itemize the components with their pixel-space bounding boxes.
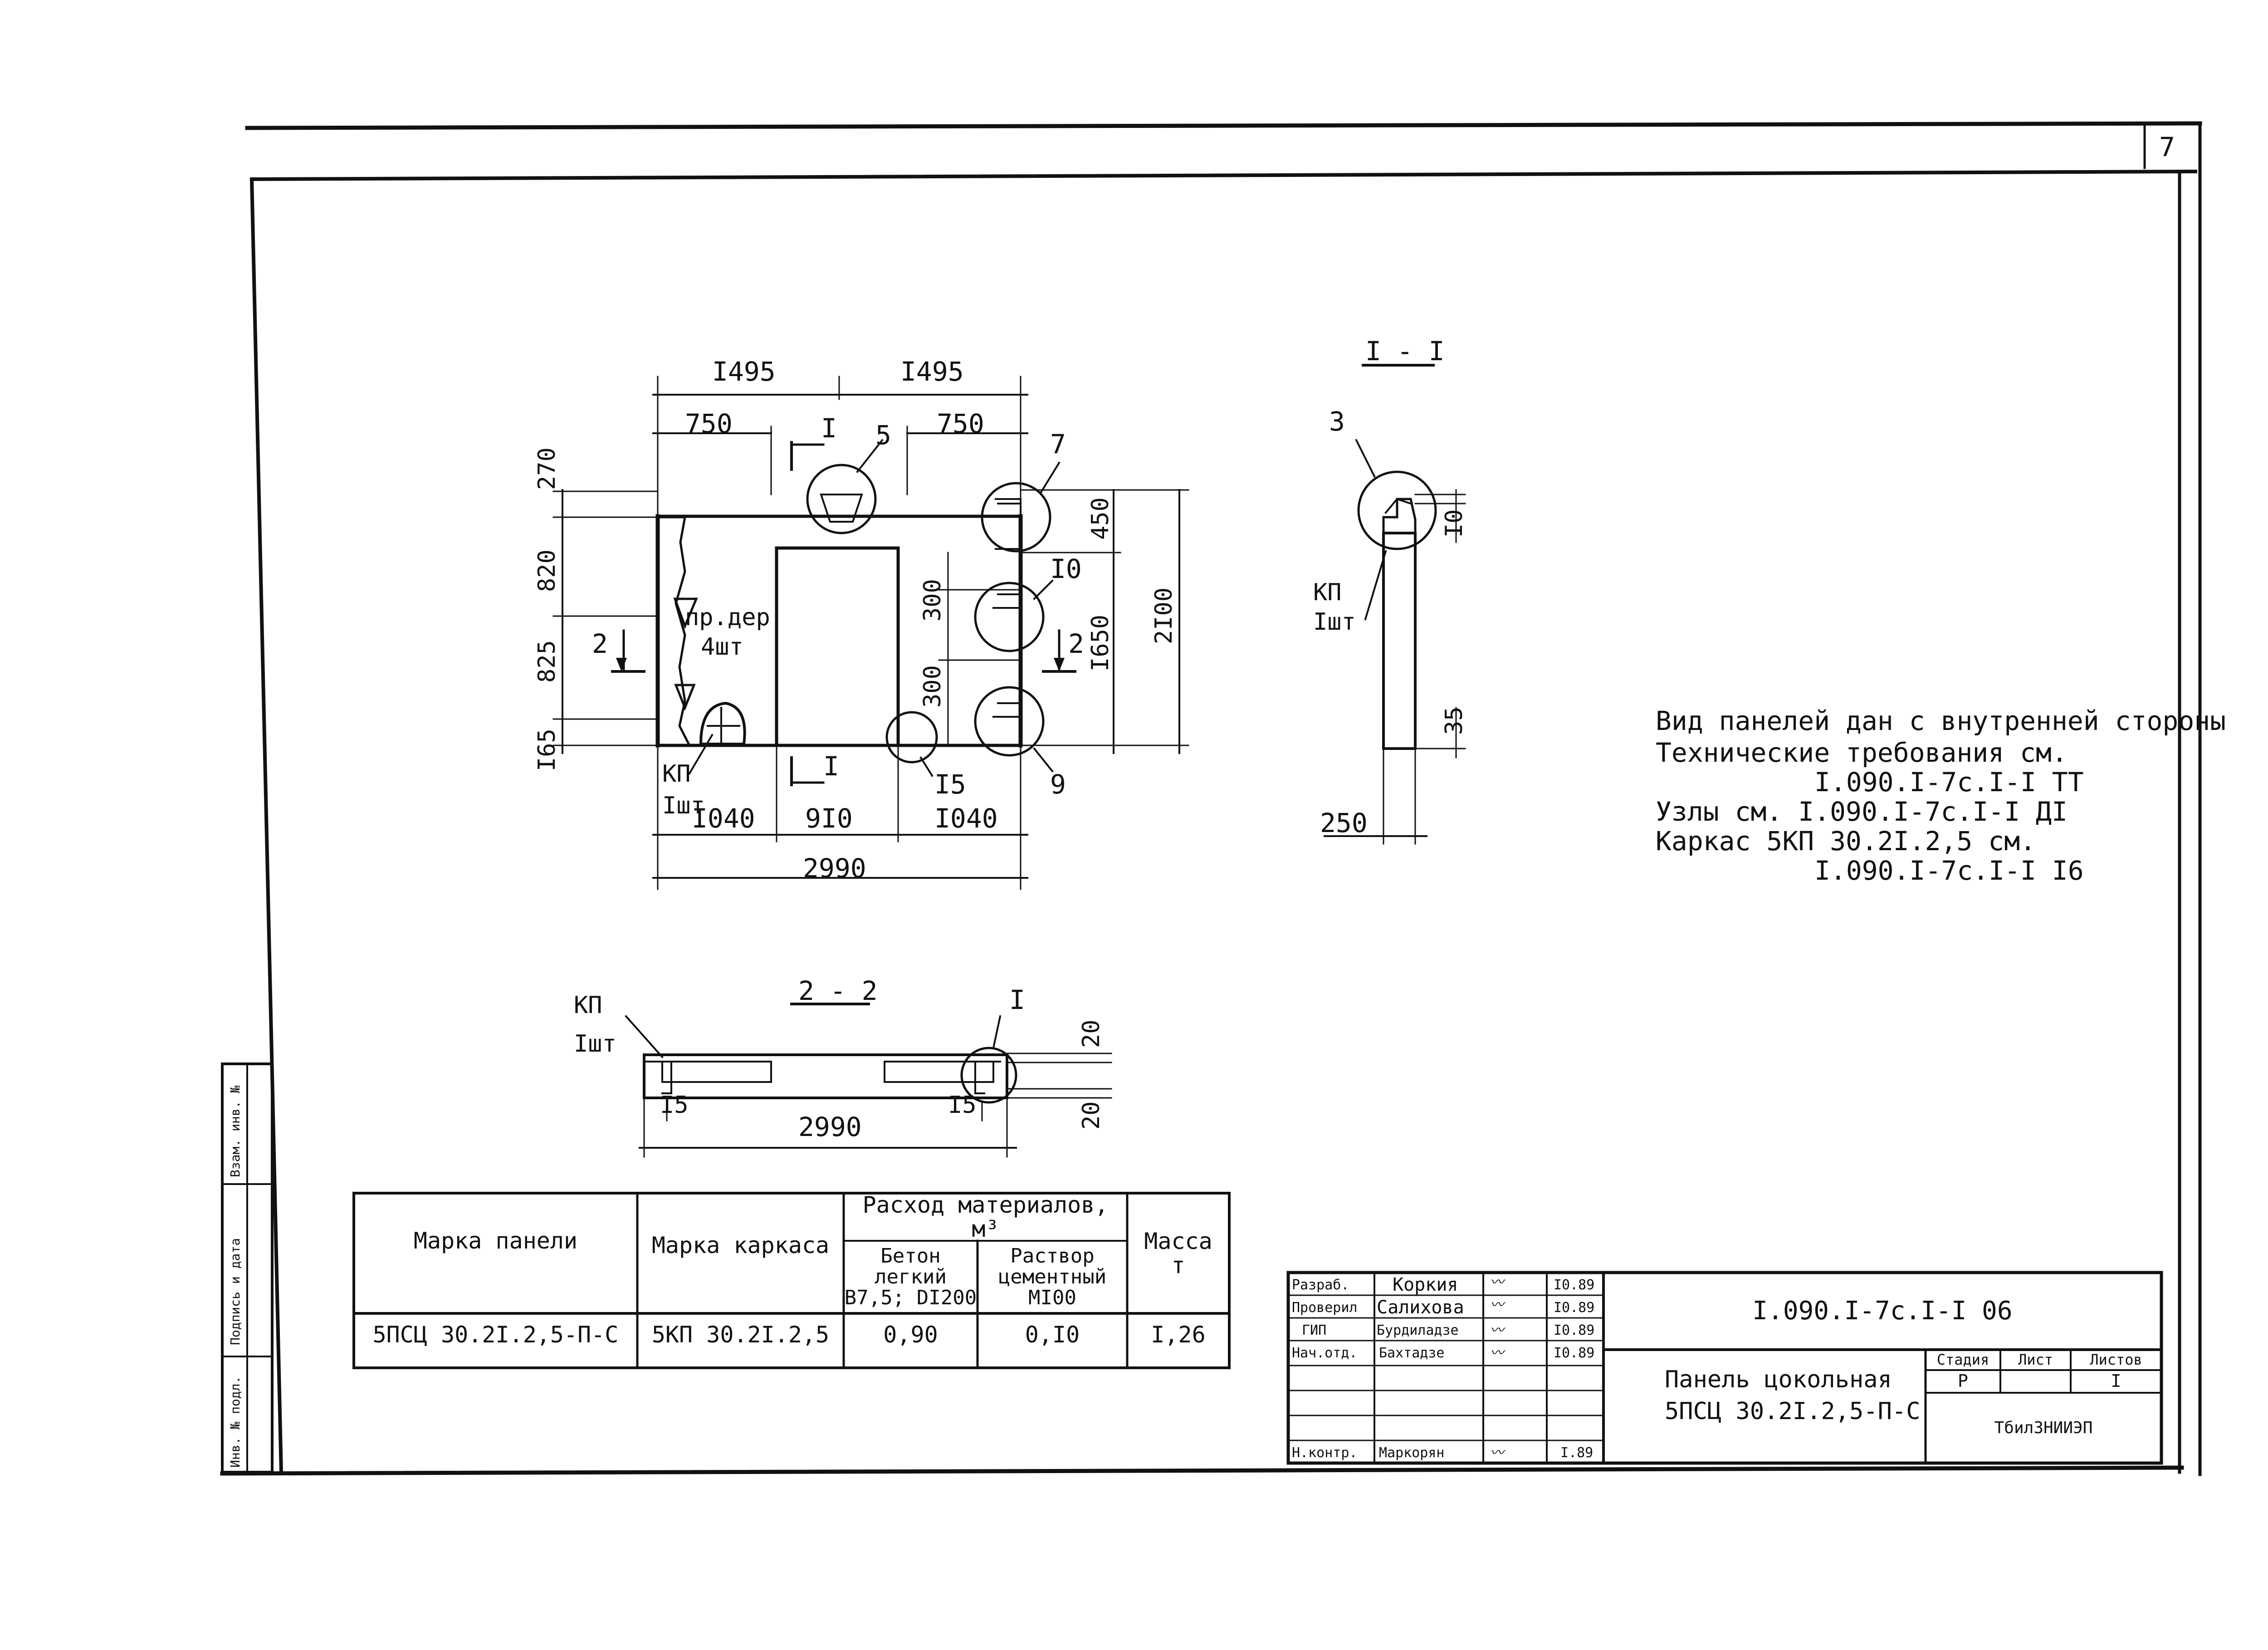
section-2-2-label-kp: КП [574,992,602,1019]
note-tech-req: Технические требования см. [1656,737,2068,768]
dim-top-right: I495 [900,356,964,387]
side-stamp-original-inv: Инв. № подл. [228,1376,243,1468]
section-mark-2-right: 2 [1068,628,1084,659]
dim-right-2100: 2I00 [1150,587,1178,644]
dim-bottom-910: 9I0 [805,803,853,834]
table-header-panel-mark: Марка панели [413,1227,578,1254]
callout-9: 9 [1050,769,1066,800]
tb-date-1: I0.89 [1554,1277,1595,1293]
section-1-1-dim-10: I0 [1441,509,1468,538]
table-header-mortar: Раствор цементный MI00 [998,1244,1107,1310]
section-2-2-dim-15-left: I5 [660,1092,689,1119]
title-block-stage-value: Р [1958,1371,1968,1391]
tb-role-4: Нач.отд. [1292,1345,1358,1361]
section-2-2-title: 2 - 2 [798,975,878,1006]
tb-date-4: I0.89 [1554,1345,1595,1361]
tb-name-4: Бахтадзе [1379,1345,1445,1361]
title-block-header-sheets: Листов [2090,1351,2142,1368]
tb-date-2: I0.89 [1554,1300,1595,1316]
title-block-organization: ТбилЗНИИЭП [1994,1418,2093,1437]
note-nodes-ref: Узлы см. I.090.I-7c.I-I ДI [1656,796,2068,827]
tb-signature-2: 〰 [1490,1297,1504,1313]
label-wood-qty: 4шт [701,633,743,661]
note-tech-req-ref: I.090.I-7c.I-I ТТ [1814,767,2084,798]
title-block-title-line1: Панель цокольная [1665,1366,1892,1393]
tb-name-7: Маркорян [1379,1445,1445,1461]
table-header-frame-mark: Марка каркаса [651,1232,830,1258]
section-2-2-callout-1: I [1009,984,1025,1015]
table-header-mass: Масса т [1144,1228,1212,1278]
label-wood-insert: пр.дер [685,604,770,631]
dim-right-450: 450 [1087,497,1114,540]
table-cell-panel: 5ПСЦ 30.2I.2,5-П-С [372,1322,619,1348]
tb-role-7: Н.контр. [1292,1445,1358,1461]
dim-bottom-1040-right: I040 [934,803,998,834]
dim-top2-right: 750 [937,408,984,439]
section-mark-2-left: 2 [592,628,608,659]
section-1-1-label-kp: КП [1313,579,1342,606]
dim-inner-300-top: 300 [919,579,946,622]
tb-name-2: Салихова [1377,1297,1464,1318]
callout-15: I5 [934,769,966,800]
callout-5: 5 [875,420,891,450]
tb-role-2: Проверил [1292,1300,1358,1316]
side-stamp-signature-date: Подпись и дата [228,1238,243,1345]
title-block-title-line2: 5ПСЦ 30.2I.2,5-П-С [1665,1398,1921,1425]
dim-total-width: 2990 [803,853,866,884]
tb-role-1: Разраб. [1292,1277,1349,1293]
title-block-header-stage: Стадия [1936,1351,1989,1368]
page-number: 7 [2159,132,2175,162]
title-block-sheets-value: I [2111,1371,2121,1391]
table-cell-concrete: 0,90 [883,1322,938,1348]
section-1-1-callout-3: 3 [1329,406,1345,437]
table-cell-mortar: 0,I0 [1025,1322,1080,1348]
callout-7: 7 [1050,429,1066,460]
note-view-side: Вид панелей дан с внутренней стороны [1656,705,2226,736]
tb-name-1: Коркия [1393,1274,1458,1295]
section-1-1-dim-35: 35 [1441,706,1468,735]
dim-left-825: 825 [533,640,561,683]
dim-top2-left: 750 [685,408,733,439]
dim-top-left: I495 [712,356,776,387]
label-kp-elevation: КП [662,760,691,788]
section-2-2-dim-20-bottom: 20 [1078,1101,1105,1130]
tb-signature-7: 〰 [1490,1445,1504,1461]
tb-date-7: I.89 [1560,1445,1593,1461]
section-2-2-dim-15-right: I5 [948,1092,977,1119]
label-kp-qty-elevation: Iшт [662,792,705,819]
tb-role-3: ГИП [1302,1322,1327,1338]
table-header-consumption: Расход материалов, м³ [862,1192,1109,1242]
note-frame: Каркас 5КП 30.2I.2,5 см. [1656,826,2036,857]
dim-right-1650: I650 [1087,614,1114,671]
tb-signature-4: 〰 [1490,1345,1504,1361]
tb-signature-3: 〰 [1490,1322,1504,1338]
section-2-2-label-kp-qty: Iшт [574,1030,616,1058]
dim-bottom-1040-left: I040 [692,803,755,834]
note-frame-ref: I.090.I-7c.I-I I6 [1814,855,2084,886]
section-2-2-dim-20-top: 20 [1078,1019,1105,1048]
section-mark-1-bottom: I [823,751,839,782]
side-stamp-replace-inv: Взам. инв. № [228,1085,243,1177]
callout-10: I0 [1050,553,1082,584]
dim-left-165: I65 [533,729,561,771]
dim-inner-300-bottom: 300 [919,665,946,708]
section-1-1-label-kp-qty: Iшт [1313,608,1356,636]
tb-date-3: I0.89 [1554,1322,1595,1338]
section-2-2-dim-2990: 2990 [798,1111,862,1142]
table-cell-mass: I,26 [1151,1322,1206,1348]
section-1-1-title: I - I [1365,336,1445,367]
tb-signature-1: 〰 [1490,1274,1504,1290]
tb-name-3: Бурдиладзе [1377,1322,1459,1338]
table-header-concrete: Бетон легкий B7,5; DI200 [844,1244,977,1310]
dim-left-270: 270 [533,447,561,490]
title-block-header-sheet: Лист [2018,1351,2053,1368]
title-block-doc-code: I.090.I-7c.I-I 06 [1752,1296,2013,1326]
section-1-1-dim-250: 250 [1320,808,1368,838]
table-cell-frame: 5КП 30.2I.2,5 [651,1322,830,1348]
section-mark-1-top: I [821,413,837,444]
dim-left-820: 820 [533,549,561,592]
